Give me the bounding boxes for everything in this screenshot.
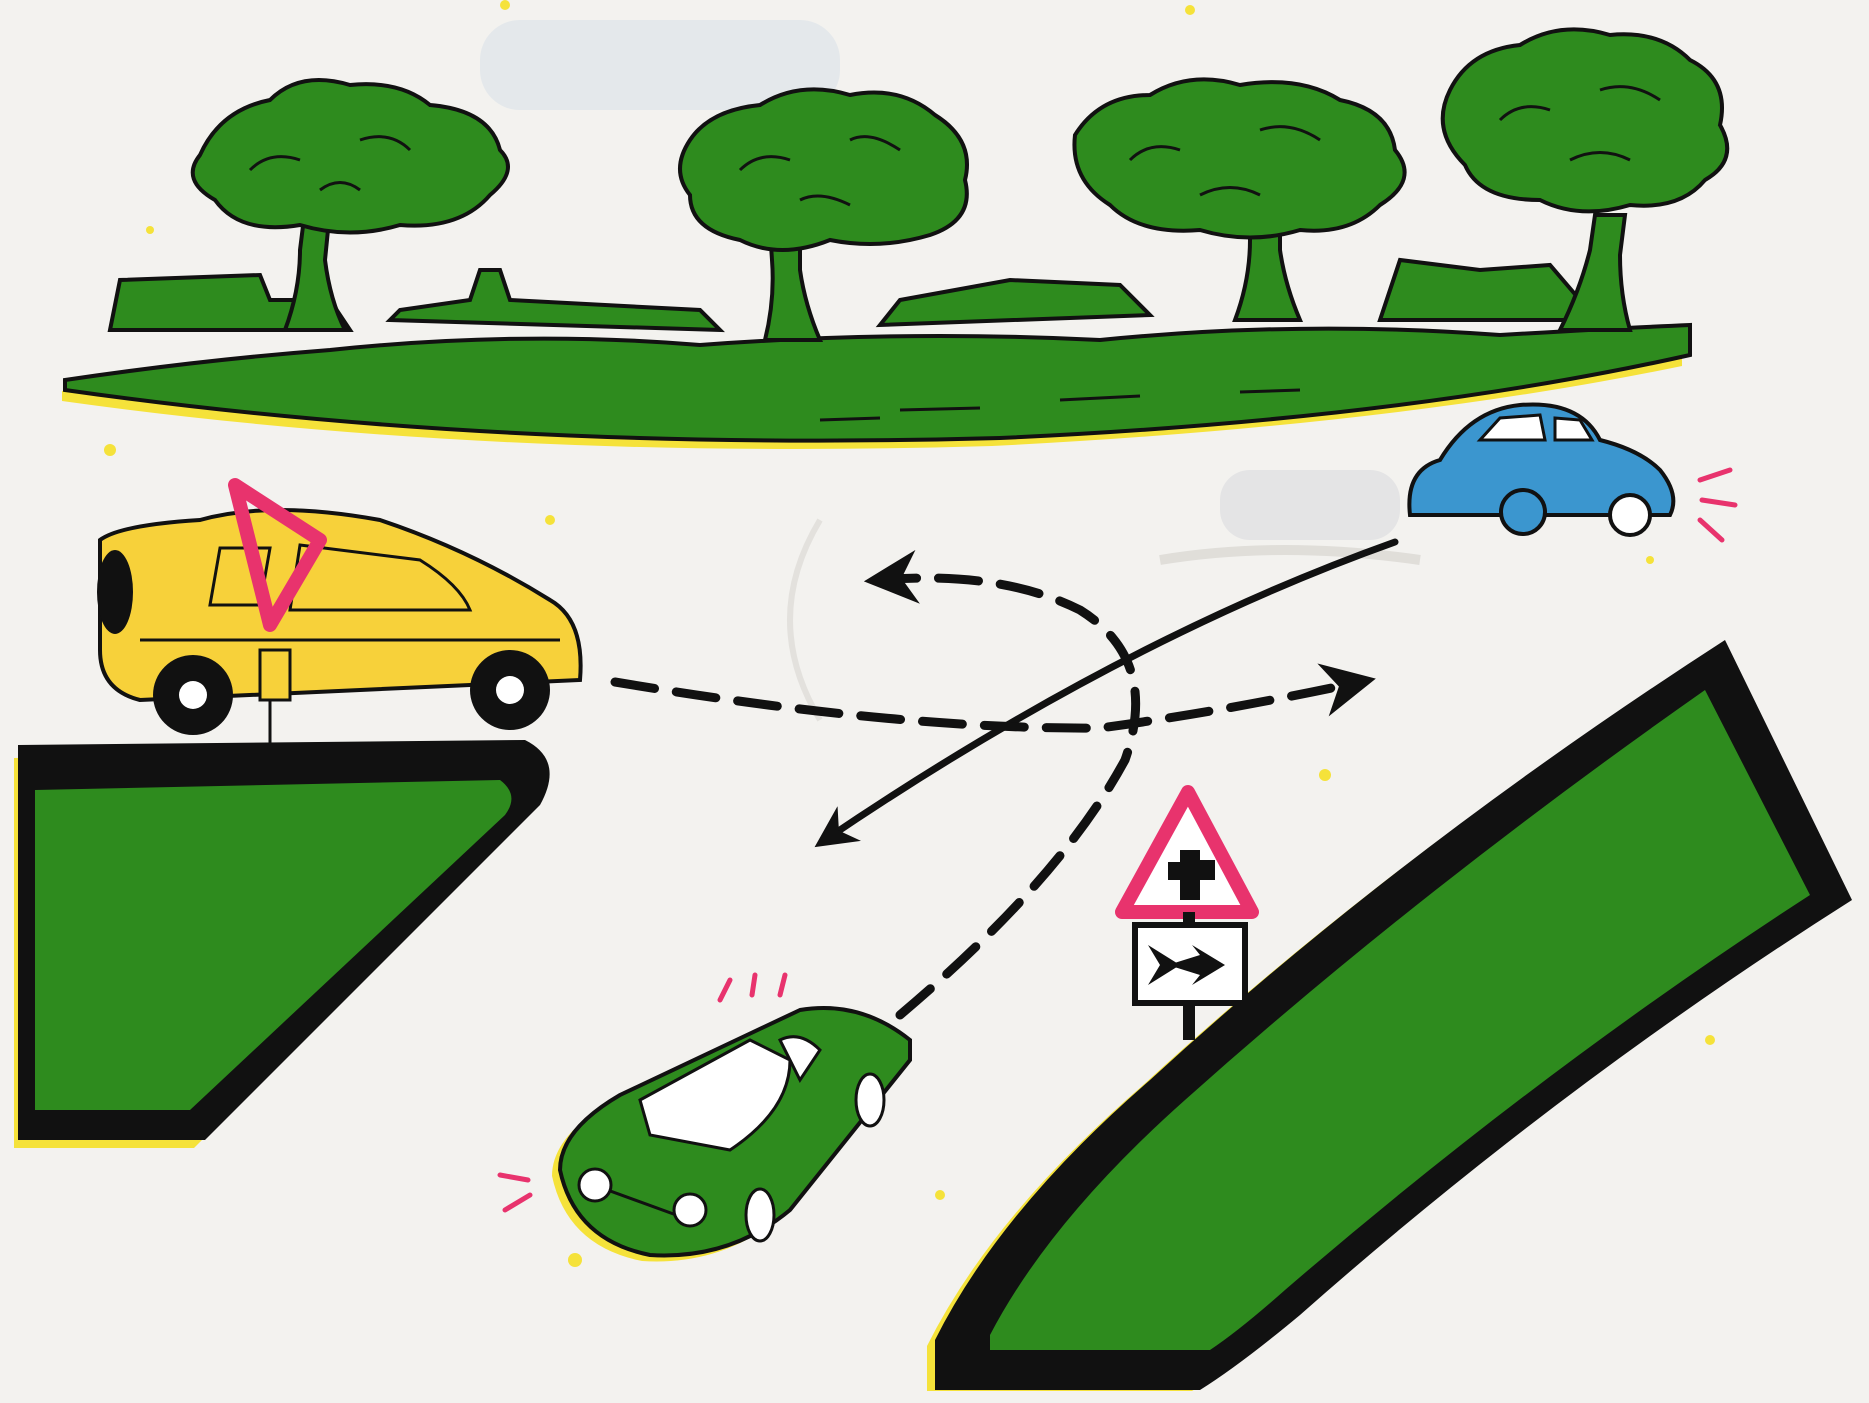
green-car [497,972,912,1262]
print-speckles [104,0,1715,1267]
blue-car [1407,402,1738,543]
tree [1072,77,1407,322]
tree [678,87,969,342]
traffic-paths [610,538,1399,1020]
left-grass-corner [14,740,550,1148]
indicator-flash-icon [1697,467,1738,543]
dashed-path-right-arrow [610,663,1376,733]
tree [190,78,510,332]
warning-sign [1115,785,1259,1040]
tree-line [62,27,1730,449]
right-grass-strip [927,640,1852,1391]
solid-path-arrow [814,538,1399,848]
merge-arrow-plate-icon [1132,922,1248,1006]
bleed-through-background [480,20,1421,722]
warning-triangle-icon [228,478,327,632]
yellow-broken-down-car [97,478,583,745]
indicator-flash-icon [497,972,788,1213]
tree [1440,27,1730,332]
dashed-uturn-arrow [863,549,1141,1020]
